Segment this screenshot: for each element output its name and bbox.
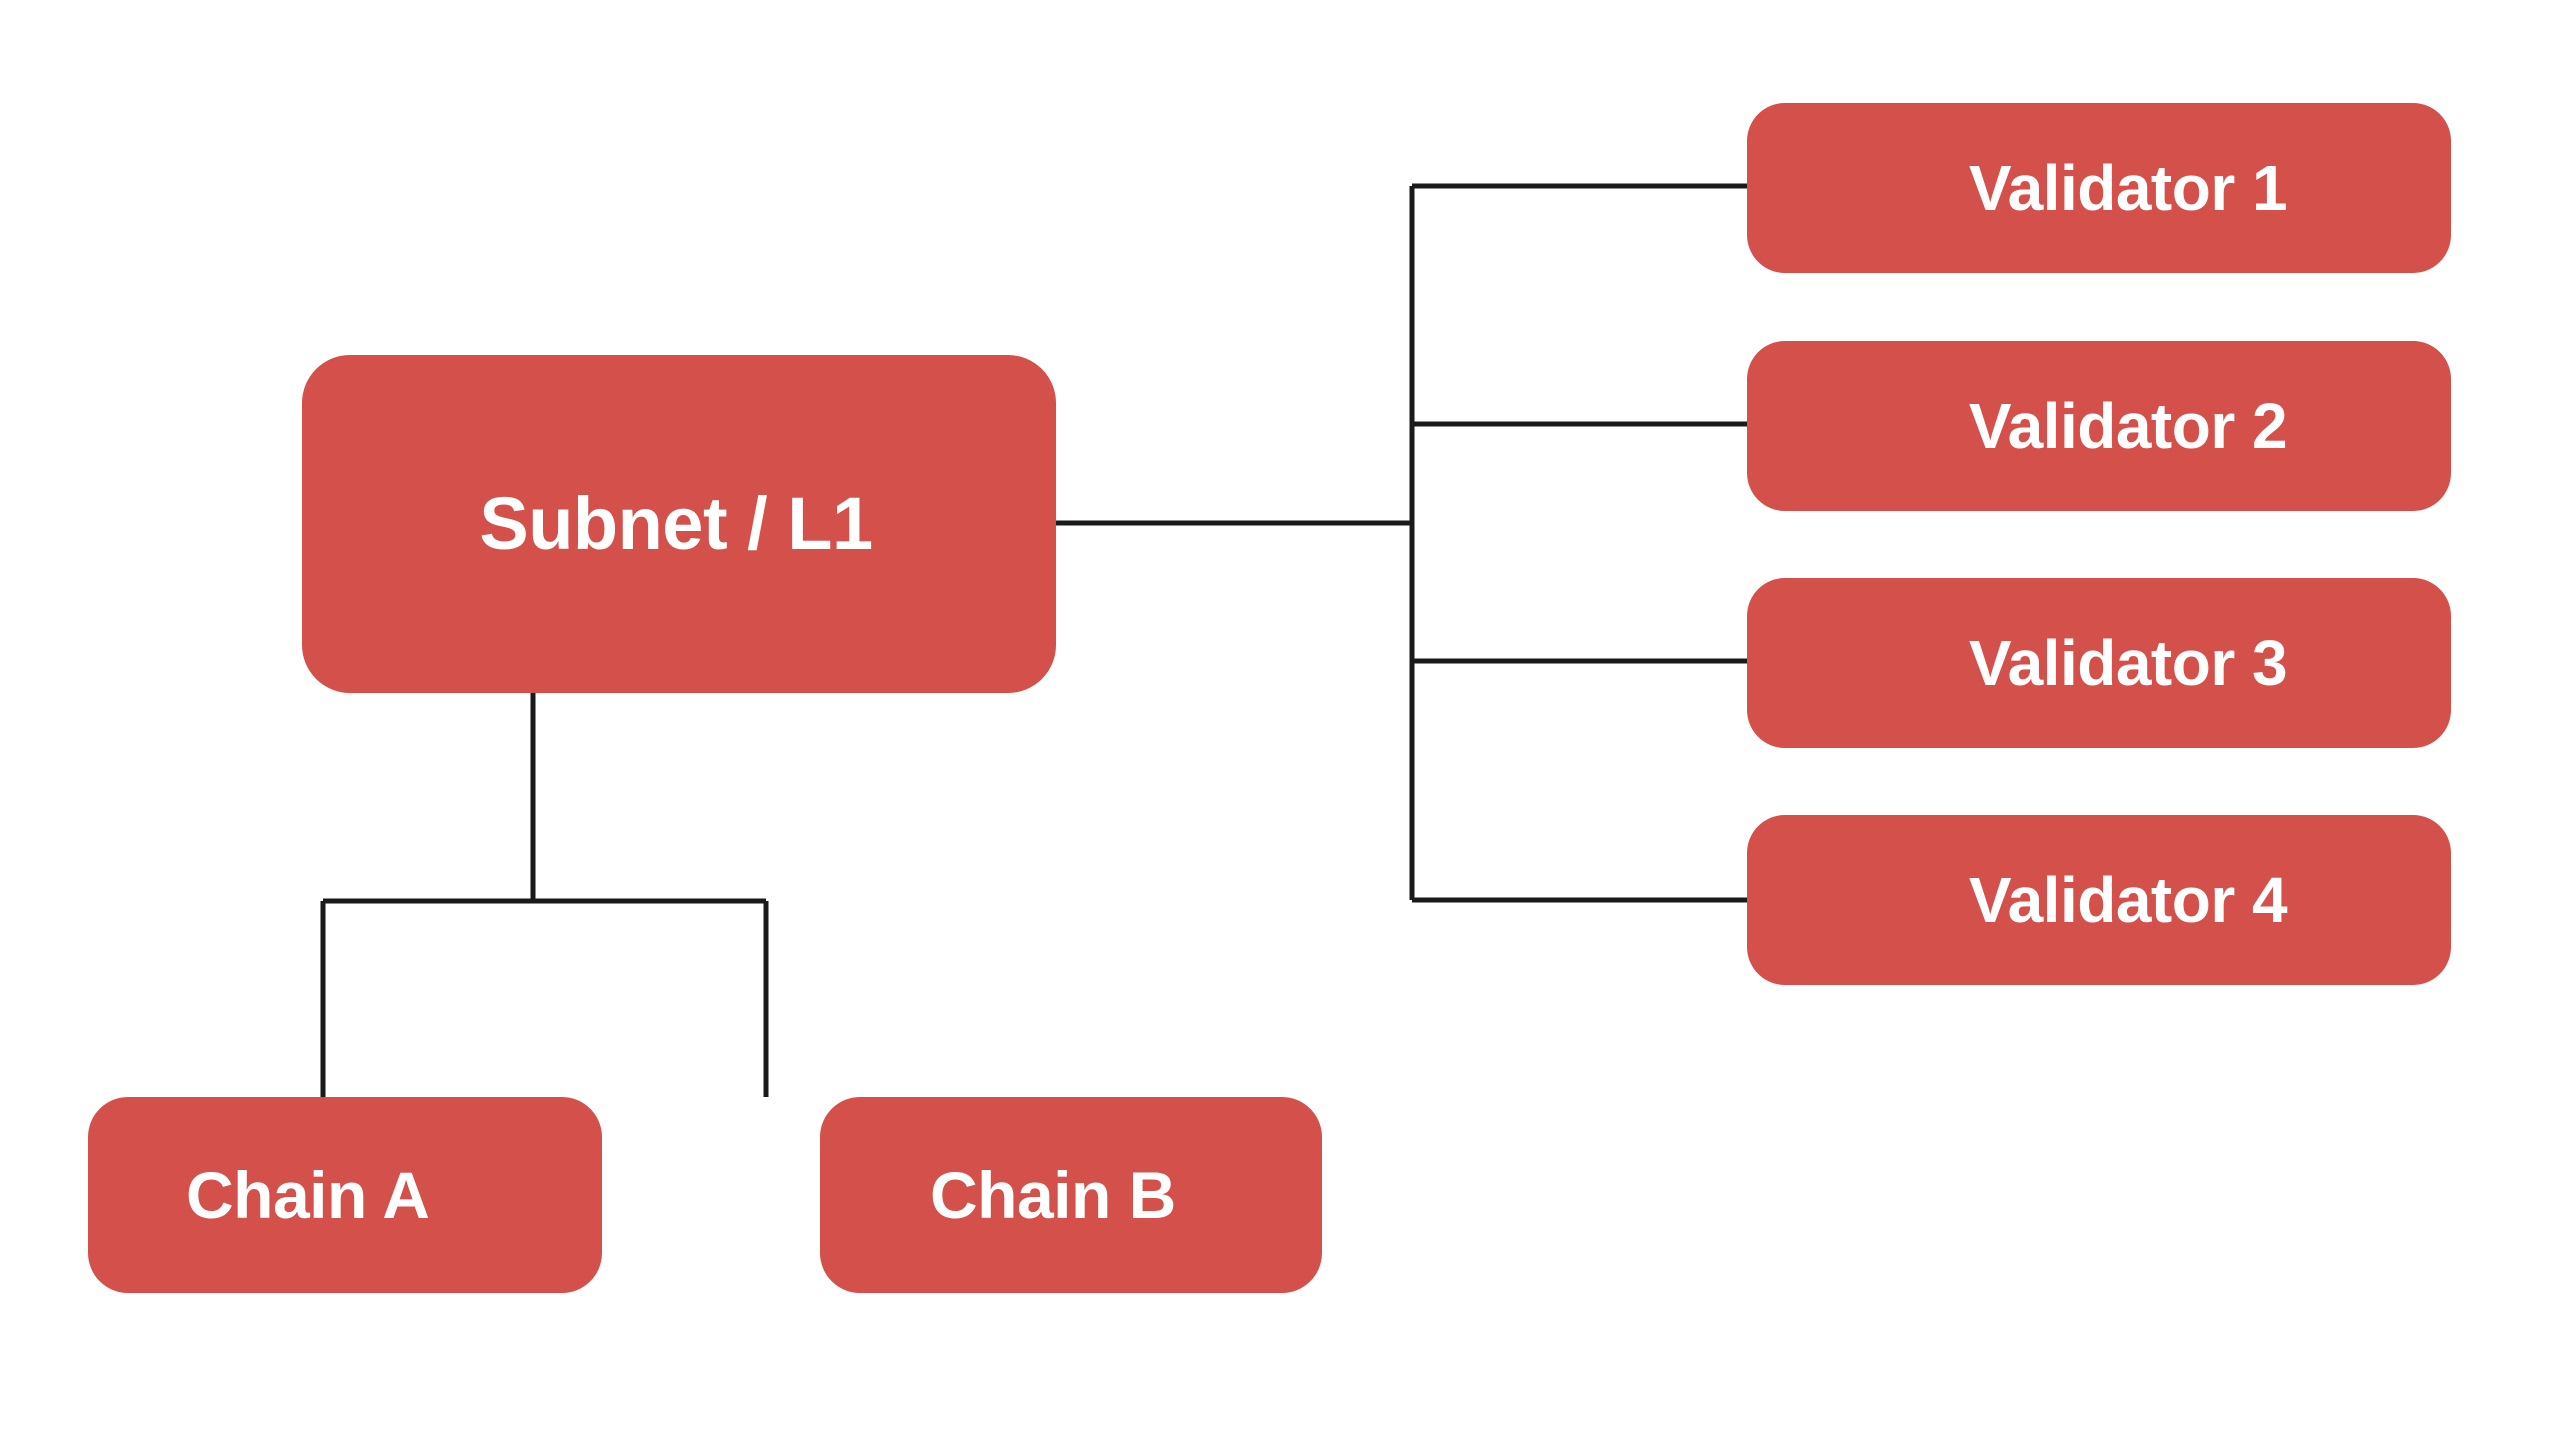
node-chain-b-label: Chain B	[930, 1158, 1176, 1232]
node-validator-1-label: Validator 1	[1968, 152, 2288, 224]
node-chain-a[interactable]: Chain A	[88, 1097, 602, 1293]
node-validator-3[interactable]: Validator 3	[1747, 578, 2451, 748]
node-chain-b[interactable]: Chain B	[820, 1097, 1322, 1293]
node-subnet-l1[interactable]: Subnet / L1	[302, 355, 1056, 693]
node-validator-4[interactable]: Validator 4	[1747, 815, 2451, 985]
node-chain-a-label: Chain A	[186, 1158, 430, 1232]
node-validator-2[interactable]: Validator 2	[1747, 341, 2451, 511]
node-validator-4-label: Validator 4	[1968, 864, 2288, 936]
node-validator-3-label: Validator 3	[1968, 627, 2288, 699]
node-subnet-l1-label: Subnet / L1	[479, 482, 873, 565]
node-validator-2-label: Validator 2	[1968, 390, 2288, 462]
node-validator-1[interactable]: Validator 1	[1747, 103, 2451, 273]
